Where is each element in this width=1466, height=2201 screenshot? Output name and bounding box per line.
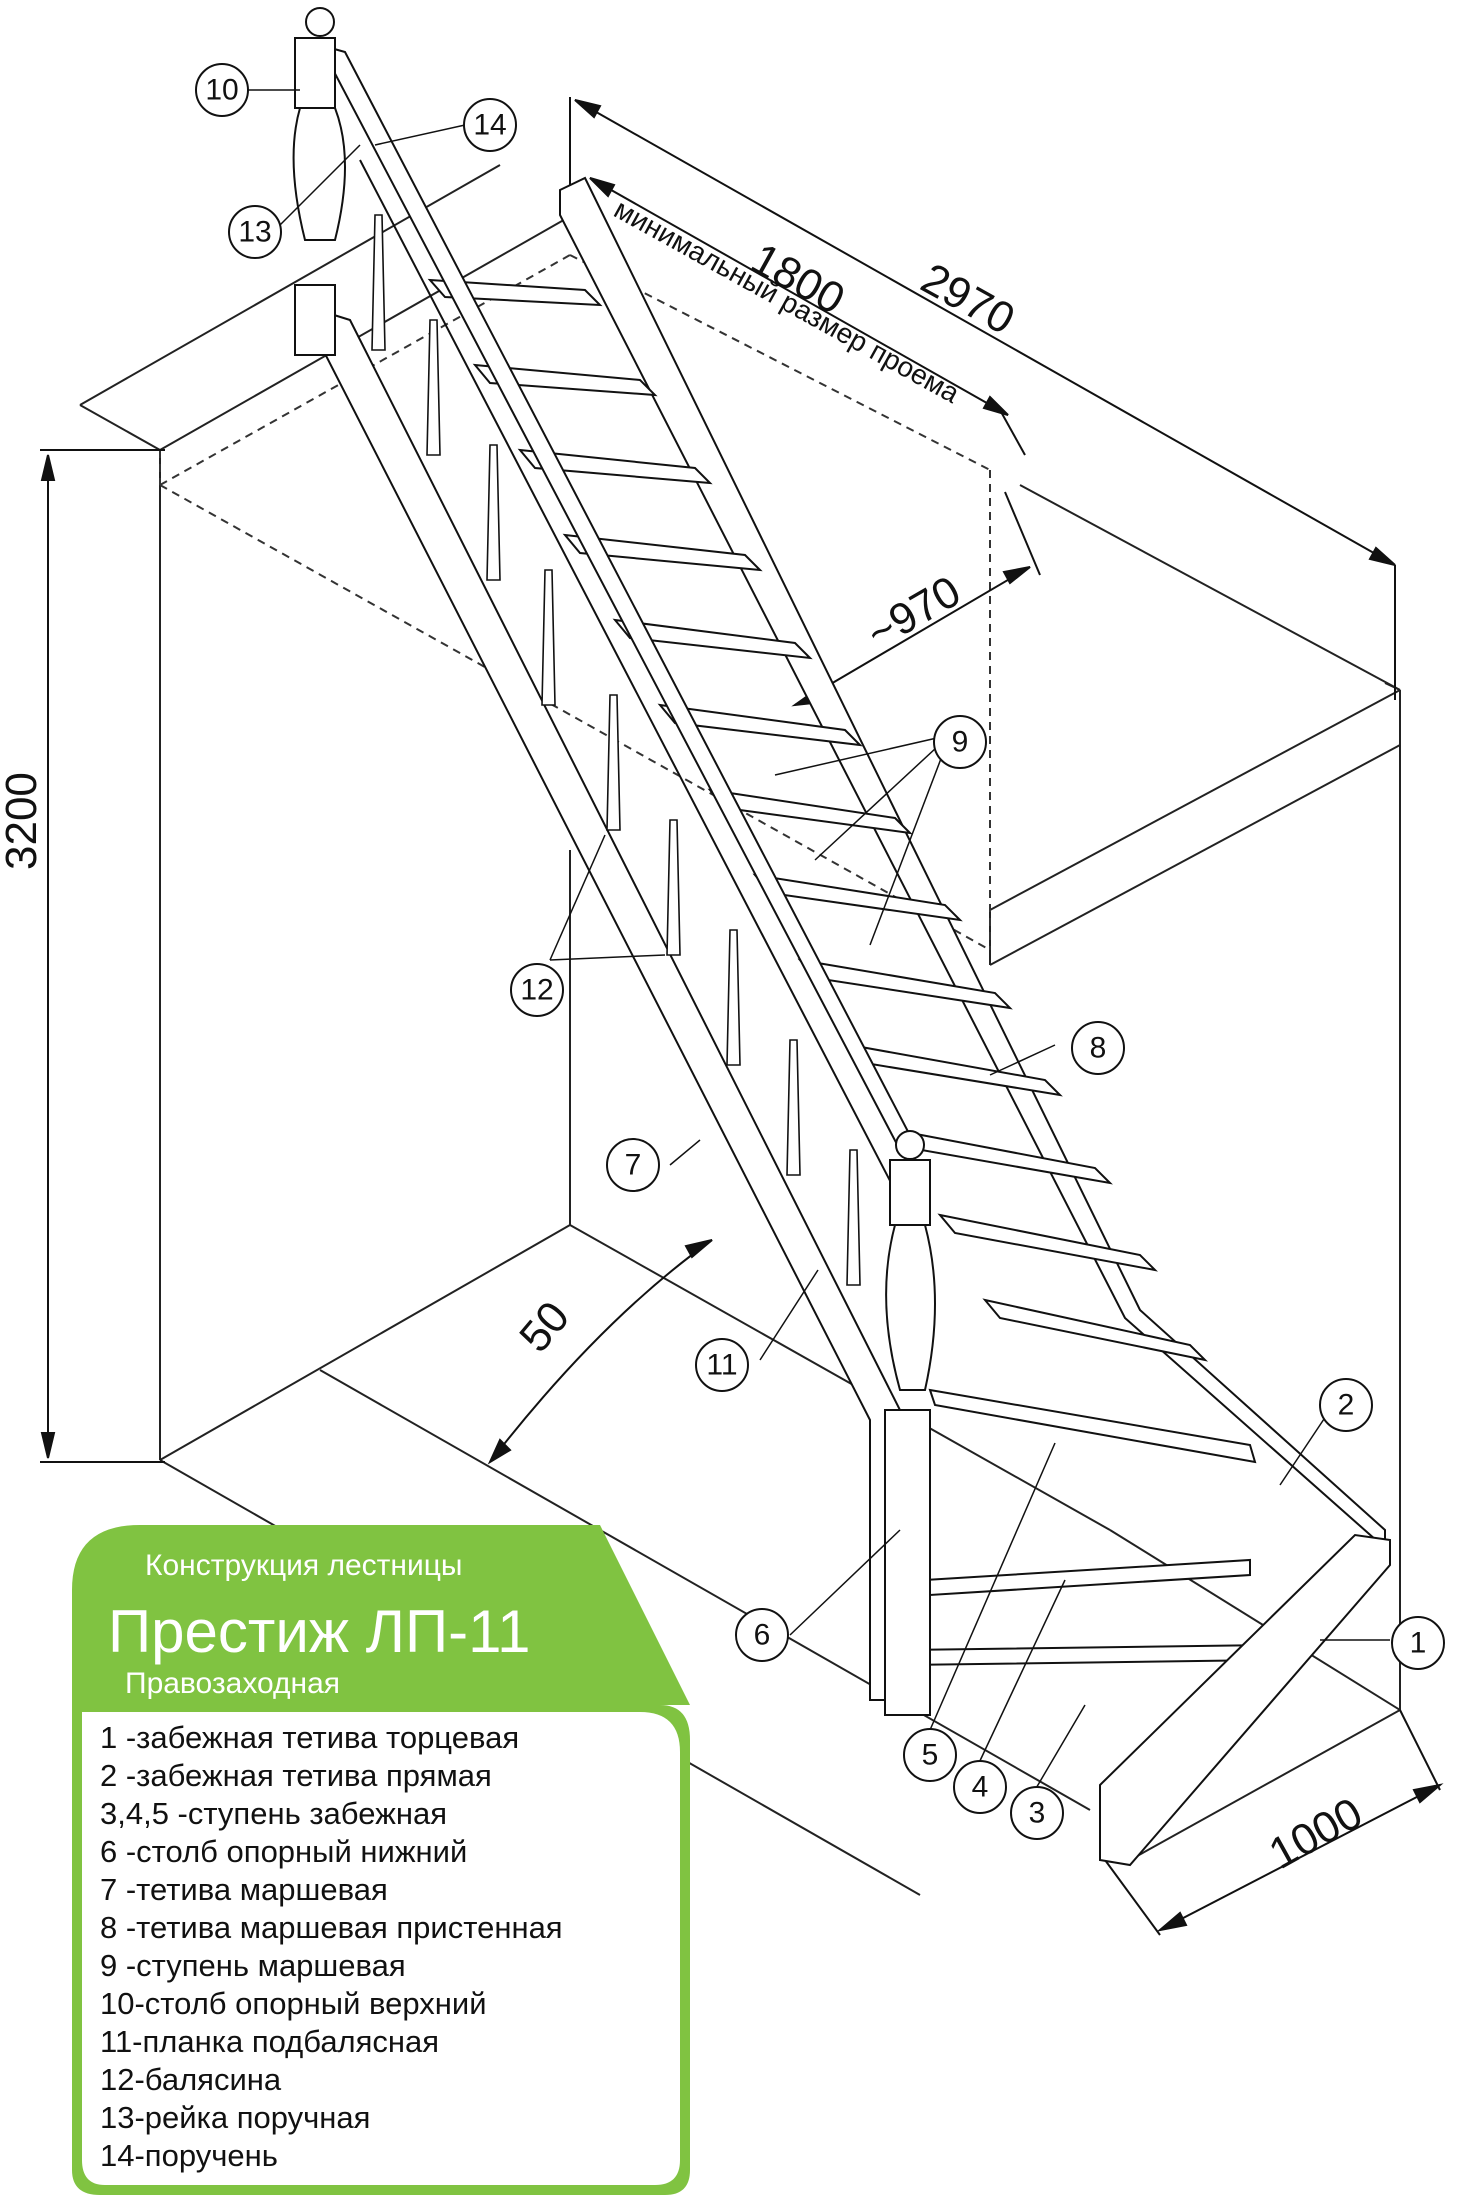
staircase	[292, 7, 1391, 1867]
callout-1: 1	[1391, 1616, 1445, 1670]
legend-item: 1 -забежная тетива торцевая	[100, 1720, 519, 1755]
svg-text:7: 7	[625, 1149, 642, 1182]
legend-item: 6 -столб опорный нижний	[100, 1834, 467, 1869]
title-panel: Конструкция лестницы Престиж ЛП-11 Право…	[72, 1525, 690, 2195]
callout-10: 10	[195, 63, 249, 117]
top-post	[292, 7, 346, 356]
dim-height: 3200	[0, 772, 46, 870]
svg-text:12: 12	[520, 974, 553, 1007]
callout-5: 5	[903, 1728, 957, 1782]
panel-subtitle: Конструкция лестницы	[145, 1549, 462, 1582]
legend: 1 -забежная тетива торцевая 2 -забежная …	[100, 1720, 563, 2173]
callout-leaders	[245, 89, 1390, 1791]
callout-3: 3	[1010, 1786, 1064, 1840]
legend-item: 10-столб опорный верхний	[100, 1986, 487, 2021]
callout-12: 12	[510, 963, 564, 1017]
flight-treads	[427, 278, 1209, 1362]
balusters	[371, 214, 861, 1286]
callout-8: 8	[1071, 1021, 1125, 1075]
bottom-post	[884, 1409, 931, 1716]
svg-text:3: 3	[1029, 1797, 1046, 1830]
winder-end-stringer	[1099, 1533, 1391, 1867]
dim-angle: 50	[510, 1292, 579, 1361]
callout-6: 6	[735, 1608, 789, 1662]
callout-9: 9	[933, 715, 987, 769]
svg-text:1: 1	[1410, 1627, 1427, 1660]
flight-stringer	[317, 308, 906, 1701]
legend-item: 9 -ступень маршевая	[100, 1948, 406, 1983]
callout-13: 13	[228, 205, 282, 259]
dim-total-length: 2970	[913, 254, 1022, 344]
callout-2: 2	[1319, 1378, 1373, 1432]
angle-arc	[487, 1239, 713, 1465]
legend-item: 14-поручень	[100, 2138, 278, 2173]
svg-text:2: 2	[1338, 1389, 1355, 1422]
svg-text:9: 9	[952, 726, 969, 759]
wall-stringer	[559, 176, 1386, 1551]
dim-width: 1000	[1261, 1788, 1370, 1878]
winder-steps	[904, 1388, 1271, 1667]
legend-item: 11-планка подбалясная	[100, 2024, 439, 2059]
legend-item: 3,4,5 -ступень забежная	[100, 1796, 447, 1831]
callout-4: 4	[953, 1760, 1007, 1814]
svg-text:5: 5	[922, 1739, 939, 1772]
panel-direction: Правозаходная	[125, 1667, 340, 1700]
dimension-lines	[40, 97, 1444, 1936]
legend-item: 12-балясина	[100, 2062, 282, 2097]
legend-item: 2 -забежная тетива прямая	[100, 1758, 492, 1793]
svg-text:14: 14	[473, 109, 506, 142]
callout-14: 14	[463, 98, 517, 152]
legend-item: 8 -тетива маршевая пристенная	[100, 1910, 563, 1945]
lower-post-top	[885, 1130, 936, 1391]
panel-title: Престиж ЛП-11	[108, 1598, 530, 1665]
svg-text:11: 11	[706, 1349, 737, 1382]
legend-item: 13-рейка поручная	[100, 2100, 370, 2135]
svg-text:8: 8	[1090, 1032, 1107, 1065]
callout-11: 11	[695, 1338, 749, 1392]
dim-opening-width: ~970	[859, 567, 969, 659]
svg-text:10: 10	[205, 74, 238, 107]
svg-text:13: 13	[238, 216, 271, 249]
legend-box	[82, 1712, 680, 2185]
callout-7: 7	[606, 1138, 660, 1192]
svg-text:4: 4	[972, 1771, 989, 1804]
svg-text:6: 6	[754, 1619, 771, 1652]
legend-item: 7 -тетива маршевая	[100, 1872, 388, 1907]
opening-outline	[159, 254, 991, 951]
